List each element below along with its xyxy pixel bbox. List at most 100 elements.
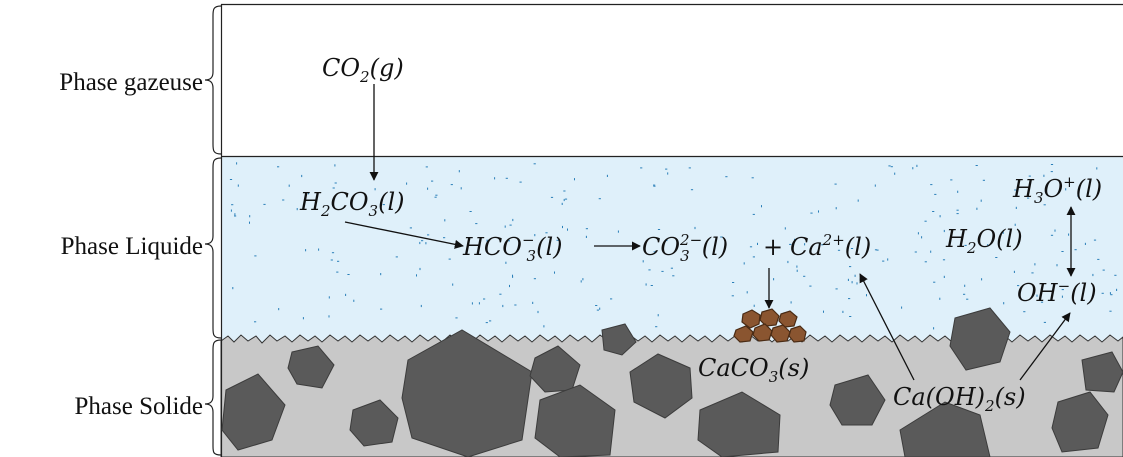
speck bbox=[443, 237, 446, 239]
speck bbox=[933, 327, 935, 330]
speck bbox=[582, 278, 584, 281]
speck bbox=[732, 282, 735, 283]
speck bbox=[421, 240, 424, 242]
speck bbox=[888, 165, 891, 167]
speck bbox=[425, 166, 428, 168]
plus-sign: + bbox=[763, 233, 783, 261]
h3o-label: H3O+(l) bbox=[1012, 173, 1102, 207]
speck bbox=[455, 317, 458, 319]
pebble bbox=[752, 323, 773, 342]
speck bbox=[849, 316, 852, 317]
speck bbox=[1034, 263, 1036, 266]
speck bbox=[489, 320, 492, 322]
speck bbox=[460, 187, 462, 190]
speck bbox=[509, 284, 510, 288]
arrow-caoh2-to-ca bbox=[859, 273, 915, 381]
speck bbox=[866, 294, 867, 297]
speck bbox=[980, 199, 982, 202]
speck bbox=[943, 275, 945, 278]
speck bbox=[854, 274, 856, 277]
arrow-h2co3-to-hco3 bbox=[344, 221, 464, 249]
speck bbox=[914, 251, 917, 253]
speck bbox=[874, 184, 876, 187]
speck bbox=[934, 193, 937, 195]
speck bbox=[380, 308, 383, 310]
speck bbox=[561, 202, 563, 205]
speck bbox=[278, 308, 280, 311]
speck bbox=[237, 184, 239, 187]
speck bbox=[231, 204, 234, 206]
speck bbox=[731, 295, 734, 297]
speck bbox=[784, 227, 786, 230]
speck bbox=[288, 184, 290, 187]
speck bbox=[585, 235, 587, 238]
speck bbox=[395, 256, 398, 258]
speck bbox=[939, 297, 941, 300]
speck bbox=[964, 284, 966, 287]
speck bbox=[665, 168, 668, 170]
speck bbox=[916, 164, 918, 167]
speck bbox=[532, 301, 534, 304]
speck bbox=[229, 179, 233, 180]
speck bbox=[752, 213, 755, 215]
rock bbox=[829, 374, 886, 426]
speck bbox=[856, 282, 858, 285]
rock bbox=[1081, 351, 1123, 393]
speck bbox=[887, 258, 889, 261]
speck bbox=[469, 211, 472, 212]
speck bbox=[804, 243, 806, 246]
speck bbox=[450, 184, 453, 186]
speck bbox=[1068, 233, 1070, 236]
speck bbox=[1077, 195, 1080, 197]
speck bbox=[1109, 292, 1111, 295]
pebble bbox=[759, 308, 780, 327]
speck bbox=[1017, 285, 1020, 287]
speck bbox=[337, 260, 340, 262]
rock bbox=[697, 391, 781, 457]
reaction-arrows bbox=[344, 84, 1076, 381]
hco3-label: HCO−3(l) bbox=[462, 231, 563, 265]
rock bbox=[534, 384, 616, 457]
speck bbox=[1093, 239, 1097, 241]
speck bbox=[234, 215, 237, 217]
speck bbox=[533, 278, 536, 280]
speck bbox=[1054, 229, 1056, 232]
ca-ion-label: Ca2+(l) bbox=[790, 231, 871, 261]
speck bbox=[694, 226, 696, 230]
gas-phase-region bbox=[221, 4, 1123, 156]
speck bbox=[1061, 295, 1063, 298]
speck bbox=[1002, 231, 1004, 234]
caco3-precipitate bbox=[733, 308, 807, 343]
speck bbox=[296, 208, 298, 211]
speck bbox=[943, 229, 945, 233]
speck bbox=[543, 325, 545, 328]
speck bbox=[617, 230, 619, 233]
speck bbox=[353, 299, 355, 302]
speck bbox=[478, 302, 480, 305]
rock bbox=[401, 329, 533, 457]
speck bbox=[667, 172, 669, 175]
speck bbox=[534, 234, 536, 237]
speck bbox=[1102, 269, 1105, 271]
speck bbox=[1050, 234, 1054, 236]
speck bbox=[556, 239, 559, 241]
speck bbox=[725, 176, 728, 178]
speck bbox=[688, 167, 691, 169]
speck bbox=[1028, 175, 1031, 177]
speck bbox=[1003, 302, 1005, 305]
speck bbox=[485, 322, 488, 324]
speck bbox=[533, 163, 536, 165]
caoh2-label: Ca(OH)2(s) bbox=[893, 383, 1026, 415]
speck bbox=[419, 267, 421, 271]
speck bbox=[347, 274, 350, 275]
speck bbox=[796, 269, 798, 272]
speck bbox=[835, 207, 837, 210]
speck bbox=[232, 287, 234, 290]
oh-label: OH−(l) bbox=[1017, 277, 1097, 307]
speck bbox=[406, 182, 408, 185]
speck bbox=[409, 227, 412, 229]
co3-label: CO2−3(l) bbox=[642, 231, 728, 265]
speck bbox=[963, 293, 966, 295]
speck bbox=[803, 275, 806, 277]
